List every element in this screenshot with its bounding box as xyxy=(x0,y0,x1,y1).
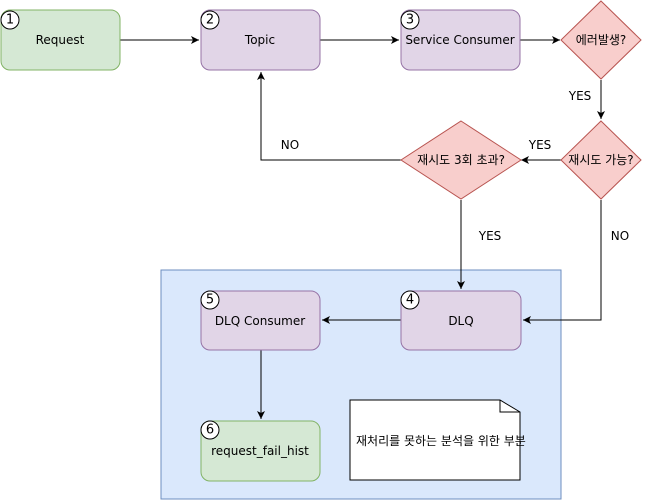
badge-4 xyxy=(400,290,420,310)
node-dlq-consumer-label: DLQ Consumer xyxy=(215,314,305,328)
node-request: Request 1 xyxy=(0,9,121,71)
badge-3 xyxy=(400,10,420,30)
badge-1-text: 1 xyxy=(6,13,14,28)
note: 재처리를 못하는 분석을 위한 부분 xyxy=(349,399,526,481)
node-topic-label: Topic xyxy=(244,33,275,47)
edges xyxy=(120,36,605,419)
decision-retry-possible: 재시도 가능? xyxy=(560,120,642,200)
node-service-consumer-label: Service Consumer xyxy=(405,33,514,47)
badge-2-text: 2 xyxy=(206,13,214,28)
node-request-fail-hist-label: request_fail_hist xyxy=(211,444,309,458)
edge-exceeded-topic xyxy=(257,72,401,161)
decision-error-occurred-label: 에러발생? xyxy=(576,33,627,47)
edge-label-retry-possible-no: NO xyxy=(611,229,629,243)
badge-5-text: 5 xyxy=(206,293,214,308)
edge-label-retry-possible-yes: YES xyxy=(528,138,552,152)
node-dlq: DLQ 4 xyxy=(400,290,522,351)
badge-4-text: 4 xyxy=(406,293,414,308)
node-dlq-consumer: DLQ Consumer 5 xyxy=(200,290,321,351)
edge-retry-possible-dlq xyxy=(523,200,602,324)
badge-1 xyxy=(0,10,20,30)
note-text: 재처리를 못하는 분석을 위한 부분 xyxy=(356,434,526,448)
badge-6-text: 6 xyxy=(206,423,214,438)
badge-6 xyxy=(200,420,220,440)
node-request-fail-hist: request_fail_hist 6 xyxy=(200,420,321,482)
edge-label-error-yes: YES xyxy=(568,89,592,103)
decision-retry-possible-label: 재시도 가능? xyxy=(568,153,633,167)
node-dlq-label: DLQ xyxy=(448,314,473,328)
decision-error-occurred: 에러발생? xyxy=(560,0,642,80)
node-service-consumer: Service Consumer 3 xyxy=(400,9,521,71)
node-request-label: Request xyxy=(36,33,85,47)
node-topic: Topic 2 xyxy=(200,9,321,71)
decision-retry-exceeded-label: 재시도 3회 초과? xyxy=(417,153,505,167)
badge-3-text: 3 xyxy=(406,13,414,28)
badge-2 xyxy=(200,10,220,30)
edge-label-exceeded-yes: YES xyxy=(478,229,502,243)
badge-5 xyxy=(200,290,220,310)
decision-retry-exceeded: 재시도 3회 초과? xyxy=(400,120,522,200)
edge-label-exceeded-no: NO xyxy=(281,138,299,152)
